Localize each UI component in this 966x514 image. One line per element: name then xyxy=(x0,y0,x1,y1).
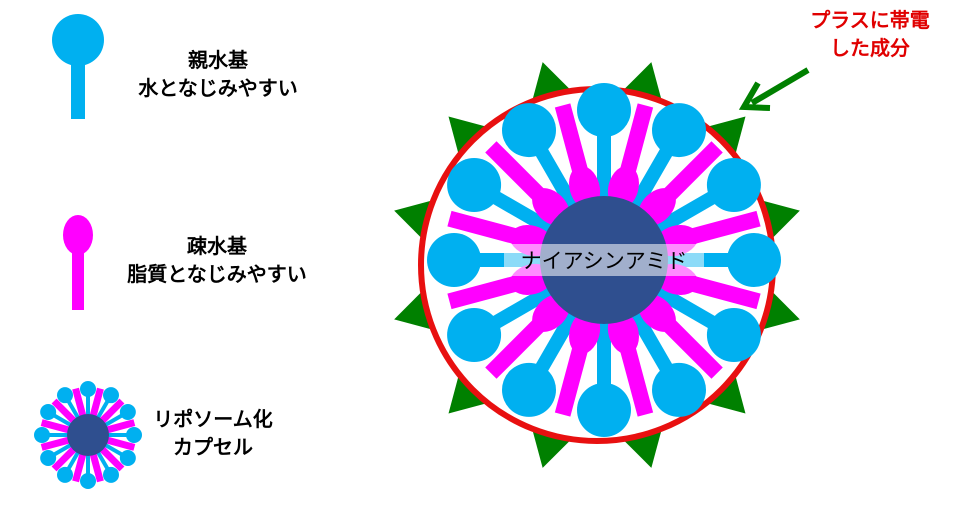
mini-hydrophobic-tail xyxy=(72,387,87,417)
hydrophilic-stem xyxy=(597,130,611,205)
hydrophilic-head xyxy=(577,383,631,437)
hydrophobic-tail xyxy=(447,272,529,310)
mini-hydrophobic-tail xyxy=(51,446,77,472)
legend-hydrophilic-title: 親水基 xyxy=(188,48,248,72)
mini-hydrophilic-stem xyxy=(52,413,74,428)
mini-hydrophilic-stem xyxy=(95,399,110,421)
mini-hydrophilic-head xyxy=(119,404,136,420)
annotation-line1: プラスに帯電 xyxy=(810,8,930,32)
legend-hydrophobic-icon xyxy=(63,215,93,310)
mini-hydrophobic-tail xyxy=(99,446,125,472)
mini-hydrophobic-tail xyxy=(106,419,136,434)
hydrophobic-tail xyxy=(679,210,761,248)
hydrophilic-stem xyxy=(597,315,611,390)
hydrophobic-tail xyxy=(616,335,654,417)
mini-hydrophilic-stem xyxy=(102,442,124,457)
mini-hydrophilic-stem xyxy=(66,399,81,421)
mini-hydrophilic-head xyxy=(103,387,119,404)
mini-hydrophilic-stem xyxy=(95,449,110,471)
hydrophilic-stem xyxy=(648,188,721,239)
hydrophilic-head xyxy=(706,308,761,362)
hydrophilic-stem xyxy=(487,281,560,332)
mini-hydrophobic-tail xyxy=(89,453,104,483)
legend-hydrophilic-icon xyxy=(52,14,104,119)
hydrophilic-stem xyxy=(487,188,560,239)
legend-hydrophobic-label: 疎水基 脂質となじみやすい xyxy=(102,232,332,288)
hydrophilic-head xyxy=(652,362,706,417)
core-label-background xyxy=(504,244,704,276)
hydrophilic-stem xyxy=(625,143,676,216)
hydrophilic-stem xyxy=(532,304,583,377)
mini-hydrophobic-tail xyxy=(51,398,77,424)
hydrophilic-head xyxy=(652,103,706,158)
mini-core xyxy=(67,414,109,456)
mini-hydrophilic-stem xyxy=(102,413,124,428)
mini-hydrophilic-head xyxy=(119,450,136,466)
positive-charge-spike xyxy=(448,371,491,414)
mini-hydrophilic-stem xyxy=(52,442,74,457)
mini-hydrophobic-tail xyxy=(72,453,87,483)
positive-charge-spike xyxy=(703,116,746,159)
legend-hydrophobic-title: 疎水基 xyxy=(187,234,247,258)
positive-charge-spike xyxy=(703,371,746,414)
mini-hydrophilic-head xyxy=(40,450,57,466)
annotation-arrow xyxy=(738,67,810,111)
hydrophilic-head xyxy=(502,103,556,158)
legend-liposome-title: リポソーム化 xyxy=(153,407,273,431)
main-liposome: ナイアシンアミド xyxy=(394,62,800,468)
hydrophobic-tail xyxy=(679,272,761,310)
hydrophilic-head xyxy=(727,233,781,287)
mini-hydrophilic-head xyxy=(80,381,96,397)
hydrophobic-tail xyxy=(447,210,529,248)
mini-hydrophilic-head xyxy=(34,427,50,443)
mini-hydrophobic-tail xyxy=(89,387,104,417)
legend-liposome-icon xyxy=(34,381,142,489)
legend-hydrophilic-desc: 水となじみやすい xyxy=(138,76,298,100)
mini-hydrophobic-tail xyxy=(40,436,70,451)
hydrophobic-tail xyxy=(554,103,592,185)
mini-hydrophobic-tail xyxy=(40,419,70,434)
annotation-line2: した成分 xyxy=(830,36,910,60)
hydrophilic-head xyxy=(447,158,502,212)
mini-hydrophilic-head xyxy=(57,466,73,483)
legend-liposome-desc: カプセル xyxy=(173,435,253,459)
hydrophobic-tail xyxy=(554,335,592,417)
hydrophilic-heads xyxy=(427,83,781,437)
positive-charge-spike xyxy=(448,116,491,159)
mini-hydrophilic-stem xyxy=(66,449,81,471)
core-label: ナイアシンアミド xyxy=(521,249,688,273)
hydrophilic-head xyxy=(577,83,631,137)
mini-hydrophilic-head xyxy=(80,473,96,489)
legend-liposome-label: リポソーム化 カプセル xyxy=(118,405,308,461)
hydrophilic-head xyxy=(502,362,556,417)
hydrophilic-stem xyxy=(625,304,676,377)
legend-hydrophilic-label: 親水基 水となじみやすい xyxy=(118,46,318,102)
hydrophobic-tail xyxy=(616,103,654,185)
hydrophilic-head xyxy=(427,233,481,287)
mini-hydrophilic-head xyxy=(57,387,73,404)
mini-hydrophobic-tail xyxy=(99,398,125,424)
legend-hydrophobic-desc: 脂質となじみやすい xyxy=(127,262,307,286)
hydrophilic-head xyxy=(706,158,761,212)
hydrophilic-head xyxy=(447,308,502,362)
annotation-label: プラスに帯電 した成分 xyxy=(770,6,966,62)
mini-hydrophilic-head xyxy=(103,466,119,483)
mini-hydrophilic-head xyxy=(126,427,142,443)
mini-hydrophobic-tail xyxy=(106,436,136,451)
hydrophilic-stem xyxy=(648,281,721,332)
mini-hydrophilic-head xyxy=(40,404,57,420)
hydrophilic-stem xyxy=(532,143,583,216)
